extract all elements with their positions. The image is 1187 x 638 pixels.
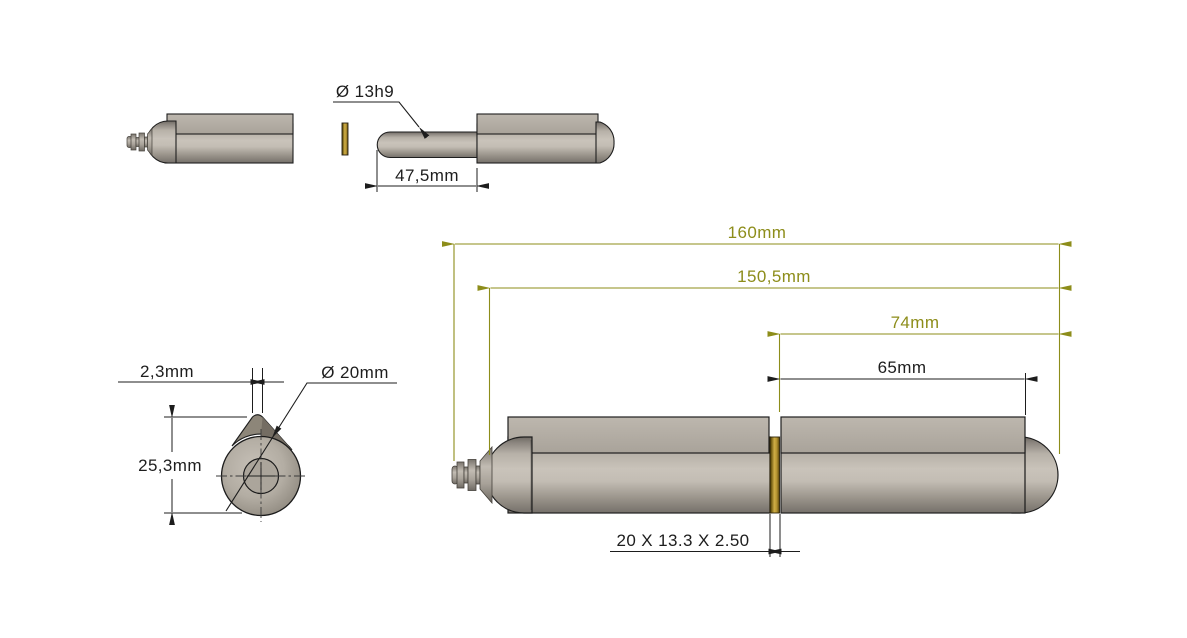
dim-pin-half-length: 74mm bbox=[767, 313, 1072, 412]
hinge-pin bbox=[376, 131, 478, 159]
brass-washer bbox=[769, 436, 780, 514]
dim-profile-height: 25,3mm bbox=[138, 405, 247, 525]
dim-assembled-length: 150,5mm bbox=[477, 267, 1072, 455]
dim-outer-diameter: Ø 20mm bbox=[225, 363, 397, 512]
overall-length-label: 160mm bbox=[728, 223, 787, 242]
assembly-right-weld-flat bbox=[780, 416, 1026, 454]
dim-pin-diameter: Ø 13h9 bbox=[333, 82, 430, 139]
assembly-left-dome bbox=[485, 436, 533, 514]
assembly-left-weld-flat bbox=[507, 416, 770, 454]
assembly-grease-nipple bbox=[451, 445, 493, 505]
pin-half-body-label: 65mm bbox=[878, 358, 927, 377]
end-view: 2,3mm Ø 20mm 25,3mm bbox=[118, 362, 397, 525]
grease-nipple-icon bbox=[126, 127, 153, 157]
pin-half-dome-end bbox=[595, 121, 615, 164]
pin-half-weld-flat bbox=[476, 113, 599, 135]
dim-pin-half-body: 65mm bbox=[767, 358, 1038, 415]
body-half-weld-flat bbox=[166, 113, 294, 135]
assembly-side-view: 160mm 150,5mm 74mm 65mm 20 X 13.3 X 2.50 bbox=[442, 223, 1072, 557]
pin-diameter-label: Ø 13h9 bbox=[336, 82, 394, 101]
pin-half-side-view: Ø 13h9 47,5mm bbox=[333, 82, 615, 192]
outer-diameter-label: Ø 20mm bbox=[321, 363, 389, 382]
pin-length-label: 47,5mm bbox=[395, 166, 459, 185]
body-half-side-view bbox=[126, 113, 294, 164]
dim-pin-length: 47,5mm bbox=[365, 150, 489, 192]
dim-washer-spec: 20 X 13.3 X 2.50 bbox=[610, 514, 800, 557]
washer-spec-label: 20 X 13.3 X 2.50 bbox=[616, 531, 749, 550]
centerline-mark bbox=[216, 429, 306, 522]
washer-side-view bbox=[341, 122, 349, 156]
profile-height-label: 25,3mm bbox=[138, 456, 202, 475]
leader-line bbox=[333, 101, 430, 139]
dim-overall-length: 160mm bbox=[442, 223, 1072, 461]
dim-fin-width: 2,3mm bbox=[118, 362, 284, 413]
leader-line bbox=[225, 382, 397, 512]
assembled-length-label: 150,5mm bbox=[737, 267, 811, 286]
fin-width-label: 2,3mm bbox=[140, 362, 194, 381]
pin-half-length-label: 74mm bbox=[891, 313, 940, 332]
leader-arrowhead bbox=[272, 425, 282, 438]
